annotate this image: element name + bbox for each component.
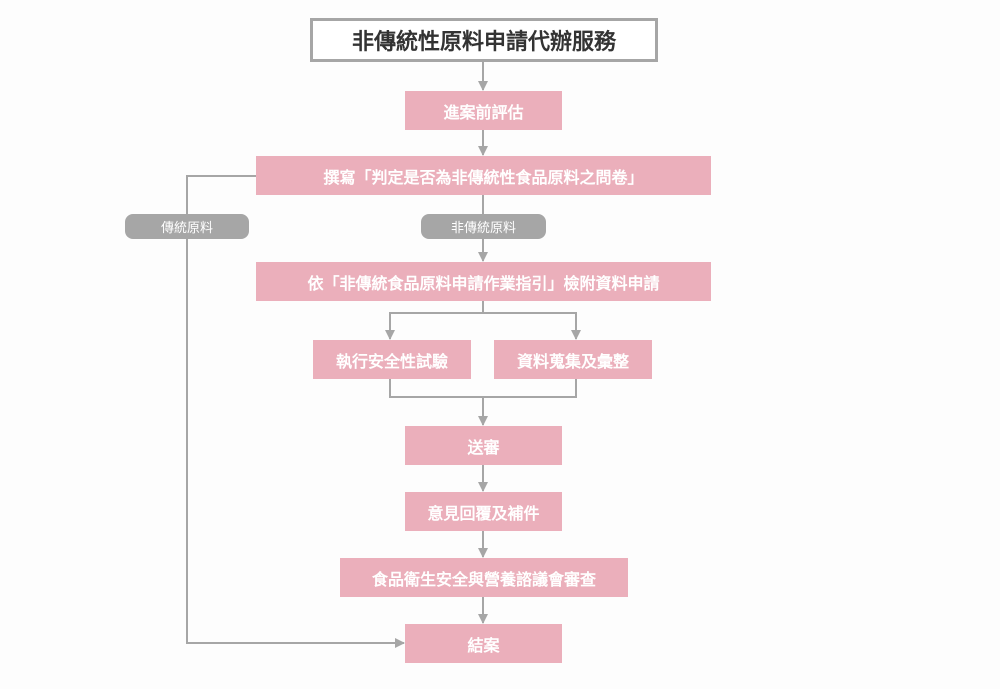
step-apply: 依「非傳統食品原料申請作業指引」檢附資料申請 <box>256 262 711 301</box>
step-reply: 意見回覆及補件 <box>405 492 562 531</box>
step-data-collection: 資料蒐集及彙整 <box>494 340 652 379</box>
step-safety-test: 執行安全性試驗 <box>313 340 471 379</box>
step-questionnaire: 撰寫「判定是否為非傳統性食品原料之問卷」 <box>256 156 711 195</box>
branch-non-traditional: 非傳統原料 <box>421 214 546 239</box>
branch-traditional: 傳統原料 <box>125 214 249 239</box>
step-committee-review: 食品衛生安全與營養諮議會審查 <box>340 558 628 597</box>
arrow-traditional-to-close <box>186 175 405 648</box>
arrow-apply-split <box>389 301 577 339</box>
step-close: 結案 <box>405 624 562 663</box>
step-pre-assessment: 進案前評估 <box>405 91 562 130</box>
step-submit: 送審 <box>405 426 562 465</box>
page-title: 非傳統性原料申請代辦服務 <box>310 18 658 62</box>
